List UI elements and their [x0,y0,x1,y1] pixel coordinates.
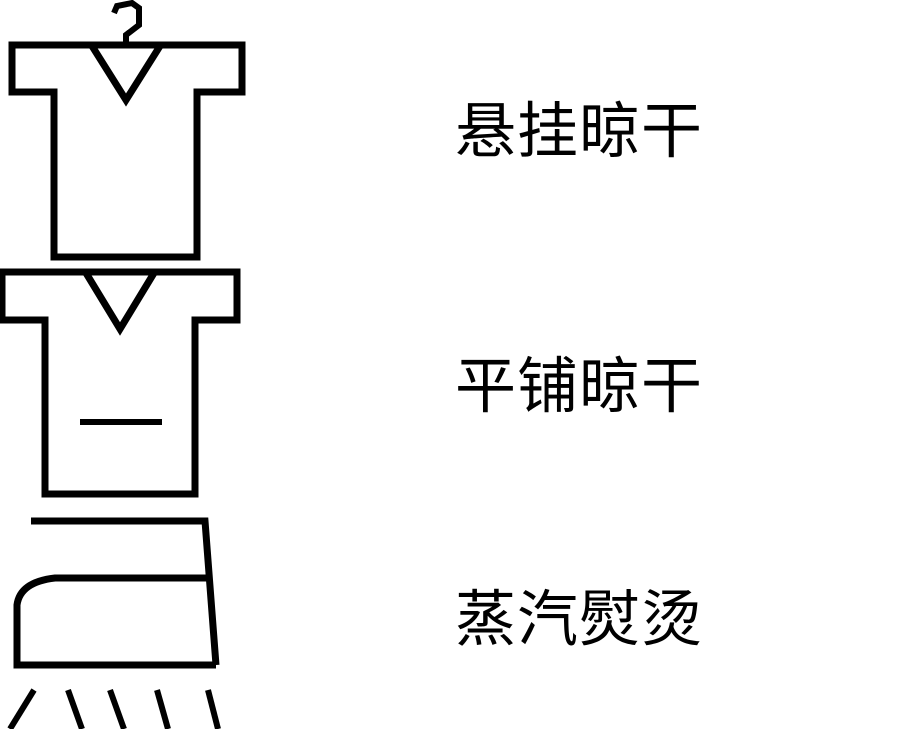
steam-line-2-icon [65,688,85,729]
label-cell-steam-iron: 蒸汽熨烫 [455,510,703,729]
care-label-hang-dry: 悬挂晾干 [455,95,704,167]
iron-handle-path [31,517,220,666]
care-row-flat-dry: 平铺晾干 [0,262,924,510]
care-label-flat-dry: 平铺晾干 [455,350,704,422]
icon-cell-hang-dry [0,0,300,262]
shirt-on-hanger-icon [8,0,246,261]
steam-line-3-icon [107,688,127,729]
hanger-hook-path [111,0,142,45]
care-row-steam-iron: 蒸汽熨烫 [0,510,924,729]
care-label-steam-iron: 蒸汽熨烫 [455,584,704,655]
shirt-vneck-path [83,271,157,336]
steam-line-4-icon [154,689,171,729]
iron-body-path [13,574,216,669]
steam-line-1-icon [7,688,37,729]
care-row-hang-dry: 悬挂晾干 [0,0,924,262]
label-cell-hang-dry: 悬挂晾干 [455,0,703,262]
steam-line-5-icon [205,689,221,729]
shirt-flat-icon [0,268,241,498]
shirt-vneck-path [89,44,163,107]
icon-cell-flat-dry [0,262,300,510]
icon-cell-steam-iron [0,510,300,729]
steam-iron-icon [7,517,221,729]
label-cell-flat-dry: 平铺晾干 [455,262,703,510]
shirt-outline-path [0,268,241,498]
shirt-outline-path [8,41,246,261]
